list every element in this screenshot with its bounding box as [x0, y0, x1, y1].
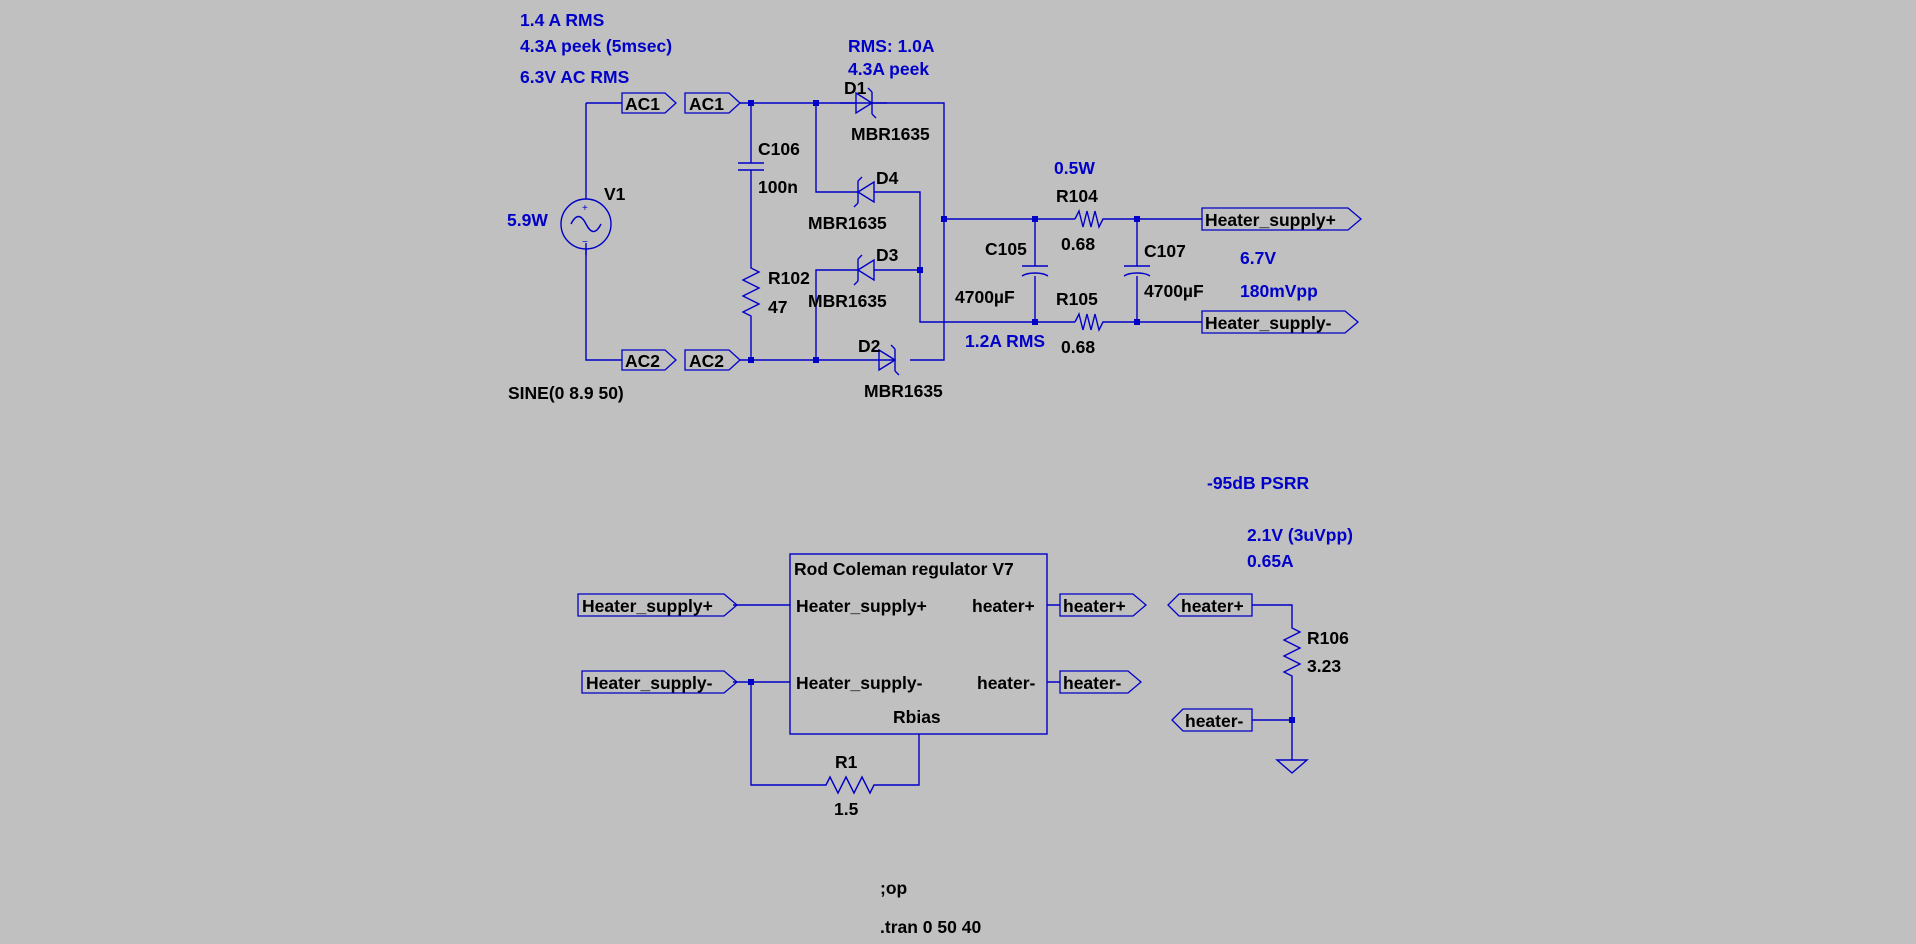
c106-name: C106: [758, 139, 800, 159]
junction-dots: [748, 100, 1295, 723]
annotation-d1-rms: RMS: 1.0A: [848, 36, 935, 56]
net-label-ac1: AC1: [689, 94, 724, 114]
net-label-heater-minus: heater-: [1063, 673, 1122, 693]
c106-value: 100n: [758, 177, 798, 197]
r106-resistor[interactable]: [1282, 622, 1302, 678]
net-flag-ac2-left[interactable]: AC2: [621, 349, 677, 371]
net-flag-heater-supply-plus-in[interactable]: Heater_supply+: [577, 593, 739, 617]
c106-capacitor[interactable]: [738, 160, 764, 172]
wires: [585, 102, 1293, 786]
v1-source[interactable]: + −: [560, 193, 612, 255]
regulator-pin-in-minus: Heater_supply-: [796, 673, 923, 693]
regulator-block[interactable]: [789, 553, 1048, 735]
regulator-pin-in-plus: Heater_supply+: [796, 596, 927, 616]
r102-value: 47: [768, 297, 787, 317]
annotation-out-ripple: 180mVpp: [1240, 281, 1318, 301]
svg-text:−: −: [582, 237, 588, 248]
annotation-r105-rms: 1.2A RMS: [965, 331, 1045, 351]
r105-value: 0.68: [1061, 337, 1095, 357]
net-flag-heater-minus-out[interactable]: heater-: [1059, 670, 1143, 694]
r104-resistor[interactable]: [1074, 208, 1105, 230]
annotation-v1-rms: 1.4 A RMS: [520, 10, 604, 30]
net-flag-ac1-right[interactable]: AC1: [684, 92, 741, 114]
r104-name: R104: [1056, 186, 1098, 206]
d3-name: D3: [876, 245, 899, 265]
annotation-v1-power: 5.9W: [507, 210, 548, 230]
annotation-psrr: -95dB PSRR: [1207, 473, 1309, 493]
svg-text:+: +: [582, 203, 588, 214]
net-flag-ac1-left[interactable]: AC1: [621, 92, 677, 114]
net-flag-heater-supply-minus-in[interactable]: Heater_supply-: [581, 670, 739, 694]
regulator-title: Rod Coleman regulator V7: [794, 559, 1014, 579]
net-label-heater-supply-minus: Heater_supply-: [1205, 313, 1332, 333]
d3-diode[interactable]: [853, 254, 875, 286]
v1-name: V1: [604, 184, 626, 204]
net-label-ac1: AC1: [625, 94, 660, 114]
net-label-heater-minus: heater-: [1185, 711, 1244, 731]
r102-resistor[interactable]: [741, 262, 761, 330]
d3-model: MBR1635: [808, 291, 887, 311]
net-flag-ac2-right[interactable]: AC2: [684, 349, 741, 371]
r105-name: R105: [1056, 289, 1098, 309]
net-flag-heater-plus-out[interactable]: heater+: [1059, 593, 1148, 617]
d2-diode[interactable]: [878, 344, 900, 376]
annotation-heater-current: 0.65A: [1247, 551, 1294, 571]
regulator-pin-out-plus: heater+: [972, 596, 1035, 616]
d2-model: MBR1635: [864, 381, 943, 401]
r106-value: 3.23: [1307, 656, 1341, 676]
r102-name: R102: [768, 268, 810, 288]
d1-name: D1: [844, 78, 867, 98]
net-flag-heater-supply-minus-out[interactable]: Heater_supply-: [1201, 310, 1360, 334]
annotation-r104-power: 0.5W: [1054, 158, 1095, 178]
annotation-v1-peak: 4.3A peek (5msec): [520, 36, 672, 56]
regulator-pin-rbias: Rbias: [893, 707, 941, 727]
c105-name: C105: [985, 239, 1027, 259]
d4-name: D4: [876, 168, 899, 188]
c107-name: C107: [1144, 241, 1186, 261]
ground-icon: [1275, 758, 1309, 774]
net-label-ac2: AC2: [625, 351, 660, 371]
d2-name: D2: [858, 336, 881, 356]
directive-op: ;op: [880, 878, 907, 898]
r1-value: 1.5: [834, 799, 859, 819]
c105-capacitor[interactable]: [1021, 265, 1049, 277]
c107-value: 4700µF: [1144, 281, 1204, 301]
d1-model: MBR1635: [851, 124, 930, 144]
net-label-heater-plus: heater+: [1181, 596, 1244, 616]
net-label-heater-supply-plus: Heater_supply+: [1205, 210, 1336, 230]
r104-value: 0.68: [1061, 234, 1095, 254]
net-flag-heater-supply-plus-out[interactable]: Heater_supply+: [1201, 207, 1363, 231]
r105-resistor[interactable]: [1074, 311, 1105, 333]
directive-tran: .tran 0 50 40: [880, 917, 981, 937]
d4-model: MBR1635: [808, 213, 887, 233]
r1-name: R1: [835, 752, 858, 772]
annotation-out-voltage: 6.7V: [1240, 248, 1276, 268]
annotation-v1-ac: 6.3V AC RMS: [520, 67, 629, 87]
r106-name: R106: [1307, 628, 1349, 648]
v1-value: SINE(0 8.9 50): [508, 383, 624, 403]
net-label-heater-supply-minus: Heater_supply-: [586, 673, 713, 693]
annotation-d1-peak: 4.3A peek: [848, 59, 929, 79]
c105-value: 4700µF: [955, 287, 1015, 307]
net-flag-heater-minus-load[interactable]: heater-: [1171, 708, 1253, 732]
regulator-pin-out-minus: heater-: [977, 673, 1036, 693]
net-label-ac2: AC2: [689, 351, 724, 371]
net-label-heater-supply-plus: Heater_supply+: [582, 596, 713, 616]
d1-diode[interactable]: [840, 87, 887, 119]
annotation-heater-voltage: 2.1V (3uVpp): [1247, 525, 1353, 545]
r1-resistor[interactable]: [820, 775, 880, 795]
net-label-heater-plus: heater+: [1063, 596, 1126, 616]
d4-diode[interactable]: [853, 176, 875, 208]
net-flag-heater-plus-load[interactable]: heater+: [1167, 593, 1253, 617]
c107-capacitor[interactable]: [1123, 265, 1151, 277]
